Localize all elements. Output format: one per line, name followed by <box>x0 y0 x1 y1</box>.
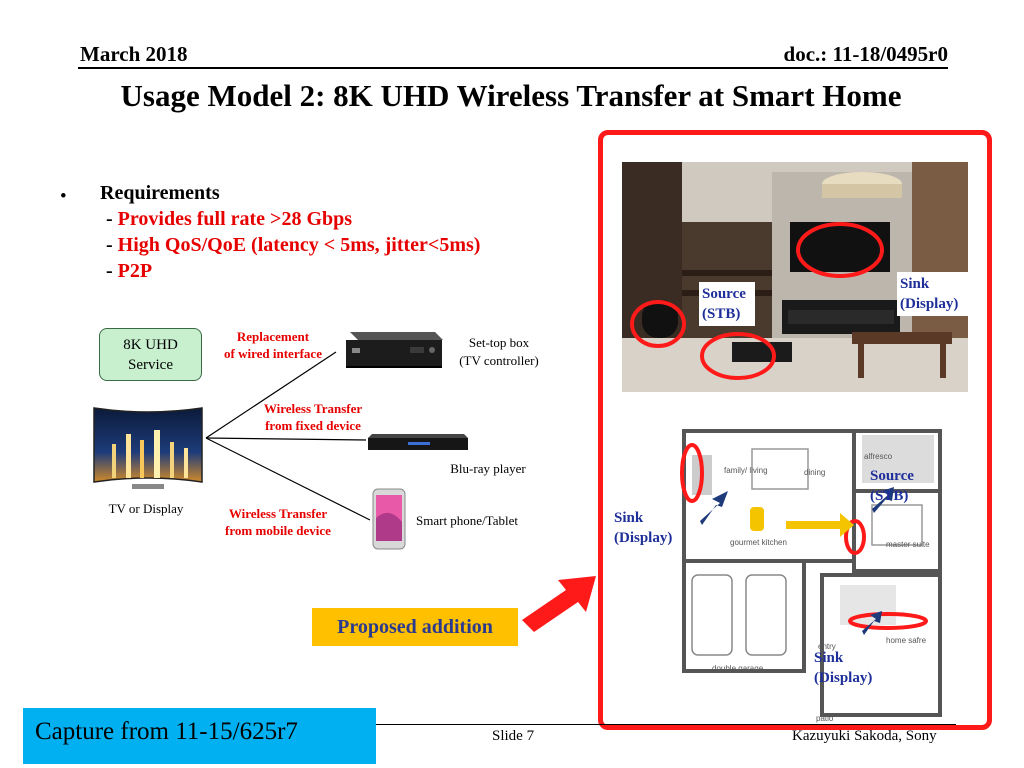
room-patio: patio <box>816 714 834 723</box>
floor-sink-bottom-line-2: (Display) <box>814 670 873 686</box>
floor-source-line-2: (STB) <box>870 488 909 504</box>
floor-sink-bottom-line-1: Sink <box>814 650 844 666</box>
fixed-line-2: from fixed device <box>265 418 361 433</box>
author: Kazuyuki Sakoda, Sony <box>792 728 937 744</box>
room-alfresco: alfresco <box>864 452 893 461</box>
photo-sink-line-2: (Display) <box>900 296 959 312</box>
fixed-line-1: Wireless Transfer <box>263 401 363 416</box>
service-label-2: Service <box>128 357 173 373</box>
floor-sink-left-label: Sink (Display) <box>614 508 686 548</box>
floor-sink-bottom-label: Sink (Display) <box>814 648 886 688</box>
mobile-line-1: Wireless Transfer <box>228 506 328 521</box>
room-kitchen: gourmet kitchen <box>730 538 787 547</box>
photo-sink-line-1: Sink <box>900 276 930 292</box>
capture-note: Capture from 11-15/625r7 <box>23 708 376 764</box>
red-highlight-frame <box>598 130 992 730</box>
replacement-line-2: of wired interface <box>224 346 322 361</box>
room-master: master suite <box>886 540 930 549</box>
bluray-player-image <box>368 434 468 450</box>
stb-line-1: Set-top box <box>468 335 530 350</box>
floor-source-line-1: Source <box>870 468 914 484</box>
requirement-item: - P2P <box>106 260 152 283</box>
floor-plan-image: alfresco family/ living dining gourmet k… <box>672 425 944 725</box>
living-room-photo <box>622 162 968 392</box>
photo-source-line-2: (STB) <box>702 306 741 322</box>
smartphone-image <box>372 488 406 550</box>
floor-source-label: Source (STB) <box>870 466 926 506</box>
phone-label: Smart phone/Tablet <box>416 513 518 528</box>
proposed-addition-box: Proposed addition <box>312 608 518 646</box>
stb-line-2: (TV controller) <box>459 353 539 368</box>
stb-label: Set-top box (TV controller) <box>446 334 552 370</box>
replacement-label: Replacement of wired interface <box>212 328 334 362</box>
set-top-box-image <box>346 332 443 368</box>
dash: - <box>106 260 113 282</box>
dash: - <box>106 234 113 256</box>
header-doc-id: doc.: 11-18/0495r0 <box>783 42 948 66</box>
replacement-line-1: Replacement <box>236 329 310 344</box>
photo-source-line-1: Source <box>702 286 746 302</box>
bullet-icon: • <box>60 186 67 207</box>
slide-title: Usage Model 2: 8K UHD Wireless Transfer … <box>120 78 902 113</box>
footer-rule <box>376 724 956 725</box>
floor-sink-left-line-1: Sink <box>614 510 644 526</box>
requirement-text: Provides full rate >28 Gbps <box>117 208 353 230</box>
bluray-label: Blu-ray player <box>450 461 526 476</box>
red-arrow-icon <box>522 576 596 632</box>
room-garage: double garage <box>712 664 764 673</box>
tv-label: TV or Display <box>108 501 184 516</box>
dash: - <box>106 208 113 230</box>
requirements-heading: Requirements <box>100 182 220 204</box>
room-entry: entry <box>818 642 836 651</box>
slide-number: Slide 7 <box>492 728 535 744</box>
mobile-line-2: from mobile device <box>225 523 331 538</box>
requirement-text: High QoS/QoE (latency < 5ms, jitter<5ms) <box>117 234 481 256</box>
requirement-text: P2P <box>117 260 153 282</box>
header-rule <box>78 67 948 69</box>
header-date: March 2018 <box>80 42 188 66</box>
service-box: 8K UHD Service <box>99 328 202 381</box>
photo-sink-label: Sink (Display) <box>897 272 969 316</box>
room-dining: dining <box>804 468 825 477</box>
requirement-item: - High QoS/QoE (latency < 5ms, jitter<5m… <box>106 234 480 257</box>
line-to-bluray <box>205 437 367 441</box>
floor-sink-left-line-2: (Display) <box>614 530 673 546</box>
tv-image <box>93 407 203 489</box>
room-family: family/ living <box>724 466 768 475</box>
room-home: home safre <box>886 636 927 645</box>
service-label-1: 8K UHD <box>123 337 178 353</box>
mobile-device-label: Wireless Transfer from mobile device <box>212 505 344 539</box>
fixed-device-label: Wireless Transfer from fixed device <box>250 400 376 434</box>
photo-source-label: Source (STB) <box>699 282 755 326</box>
requirement-item: - Provides full rate >28 Gbps <box>106 208 352 231</box>
